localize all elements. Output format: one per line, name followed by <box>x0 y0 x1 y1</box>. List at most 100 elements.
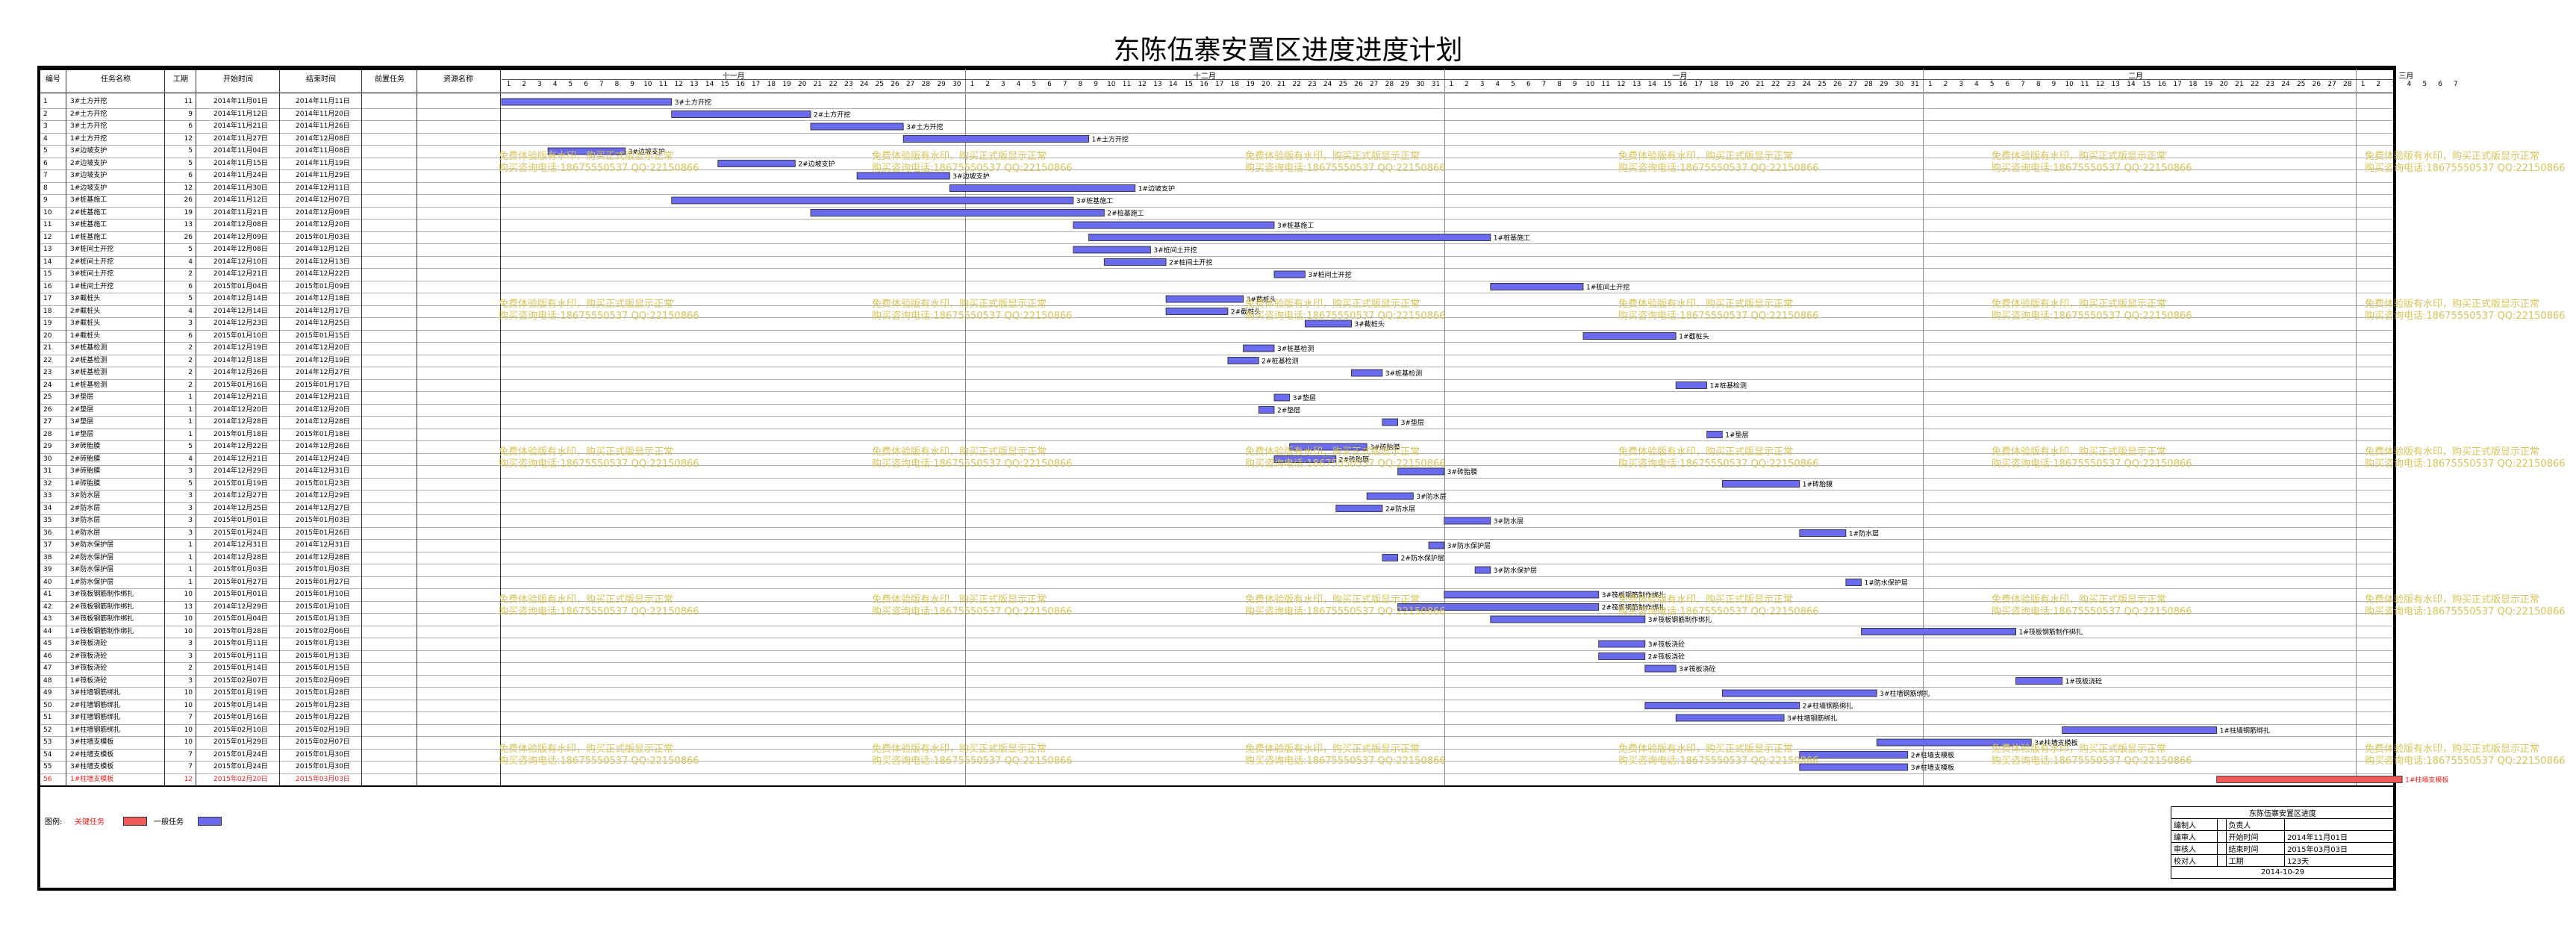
task-cell-dur: 4 <box>188 307 193 315</box>
legend-label: 图例: <box>45 818 63 826</box>
row-divider <box>40 748 2393 750</box>
row-divider <box>40 674 2393 676</box>
task-bar <box>1103 258 1167 266</box>
task-bar <box>1073 246 1151 254</box>
task-cell-start: 2014年12月25日 <box>213 504 268 512</box>
day-tick: 20 <box>2219 81 2228 88</box>
day-tick: 1 <box>1928 81 1933 88</box>
month-divider <box>2356 69 2357 785</box>
task-cell-id: 22 <box>43 356 52 364</box>
day-tick: 6 <box>2005 81 2010 88</box>
task-bar-label: 1#垫层 <box>1725 431 1748 440</box>
task-cell-start: 2014年11月30日 <box>213 184 268 192</box>
day-tick: 16 <box>1200 81 1209 88</box>
row-divider <box>40 403 2393 405</box>
task-cell-start: 2014年12月20日 <box>213 405 268 414</box>
day-tick: 20 <box>1740 81 1750 88</box>
task-cell-start: 2015年01月01日 <box>213 591 268 598</box>
task-bar-label: 2#筏板钢筋制作绑扎 <box>1602 603 1665 612</box>
day-tick: 15 <box>2142 81 2151 88</box>
info-value: 123天 <box>2284 854 2395 867</box>
task-bar-label: 3#筏板浇砼 <box>1679 664 1715 673</box>
task-bar-label: 3#桩基施工 <box>1076 196 1113 205</box>
task-bar <box>1335 505 1383 512</box>
task-bar <box>1165 295 1244 303</box>
task-cell-end: 2015年01月13日 <box>296 615 350 623</box>
day-tick: 29 <box>937 81 946 88</box>
page-title: 东陈伍寨安置区进度进度计划 <box>1113 35 1463 66</box>
task-cell-start: 2014年12月23日 <box>213 320 268 327</box>
task-cell-id: 9 <box>43 196 48 204</box>
task-cell-end: 2014年12月27日 <box>296 369 350 376</box>
task-cell-name: 3#砖胎膜 <box>70 467 101 475</box>
task-cell-dur: 3 <box>188 676 193 685</box>
info-value: 2014年11月01日 <box>2284 830 2395 843</box>
task-cell-name: 3#砖胎膜 <box>70 443 101 450</box>
day-tick: 2 <box>2376 81 2381 88</box>
task-cell-start: 2014年12月10日 <box>213 258 268 266</box>
task-cell-id: 52 <box>43 726 52 734</box>
task-cell-end: 2015年02月19日 <box>296 726 350 734</box>
info-value: 2015年03月03日 <box>2284 842 2395 855</box>
row-divider <box>40 145 2393 146</box>
task-bar-label: 1#防水保护层 <box>1865 579 1908 588</box>
task-cell-end: 2014年12月25日 <box>296 320 350 327</box>
month-label: 一月 <box>1672 72 1688 81</box>
day-tick: 19 <box>1246 81 1255 88</box>
task-bar <box>1799 529 1847 537</box>
row-divider <box>40 108 2393 109</box>
task-cell-id: 41 <box>43 591 52 598</box>
task-cell-id: 10 <box>43 208 52 217</box>
day-tick: 16 <box>736 81 745 88</box>
task-cell-dur: 3 <box>188 652 193 660</box>
task-cell-name: 3#桩基施工 <box>70 221 107 228</box>
day-tick: 12 <box>2095 81 2105 88</box>
day-tick: 24 <box>2281 81 2290 88</box>
row-divider <box>40 539 2393 540</box>
row-divider <box>40 416 2393 417</box>
task-cell-dur: 2 <box>188 344 193 352</box>
day-tick: 7 <box>2453 81 2458 88</box>
month-divider <box>965 69 966 785</box>
task-cell-name: 3#桩间土开挖 <box>70 270 114 278</box>
task-cell-id: 2 <box>43 110 48 118</box>
task-cell-id: 24 <box>43 381 52 389</box>
day-tick: 28 <box>1864 81 1873 88</box>
day-tick: 8 <box>1078 81 1083 88</box>
task-cell-end: 2015年01月26日 <box>296 529 350 537</box>
row-divider <box>40 342 2393 343</box>
day-tick: 14 <box>1168 81 1178 88</box>
col-header-end: 结束时间 <box>306 75 336 84</box>
task-cell-start: 2015年02月10日 <box>213 726 268 734</box>
day-tick: 26 <box>1833 81 1842 88</box>
info-key: 开始时间 <box>2225 830 2286 843</box>
task-bar <box>1366 492 1414 500</box>
day-tick: 29 <box>1880 81 1889 88</box>
row-divider <box>40 305 2393 306</box>
day-tick: 4 <box>552 81 558 88</box>
task-bar <box>1397 603 1600 611</box>
task-cell-id: 36 <box>43 529 52 537</box>
task-cell-dur: 10 <box>184 615 193 623</box>
task-cell-id: 30 <box>43 455 52 463</box>
day-tick: 22 <box>1771 81 1780 88</box>
task-bar <box>1227 357 1259 364</box>
task-cell-dur: 2 <box>188 369 193 376</box>
task-cell-end: 2014年12月28日 <box>296 418 350 426</box>
task-cell-name: 2#桩基施工 <box>70 208 107 217</box>
info-date: 2014-10-29 <box>2171 866 2395 879</box>
task-bar-label: 3#土方开挖 <box>675 98 711 107</box>
task-bar <box>856 172 950 180</box>
row-divider <box>40 736 2393 737</box>
day-tick: 25 <box>875 81 885 88</box>
task-cell-end: 2014年11月19日 <box>296 159 350 167</box>
task-bar-label: 3#截桩头 <box>1247 295 1276 304</box>
task-cell-start: 2014年12月19日 <box>213 344 268 352</box>
task-cell-id: 46 <box>43 652 52 660</box>
day-tick: 23 <box>1308 81 1317 88</box>
task-bar <box>810 122 904 131</box>
task-cell-name: 2#截桩头 <box>70 307 101 315</box>
day-tick: 18 <box>1230 81 1240 88</box>
task-bar <box>1444 517 1491 525</box>
